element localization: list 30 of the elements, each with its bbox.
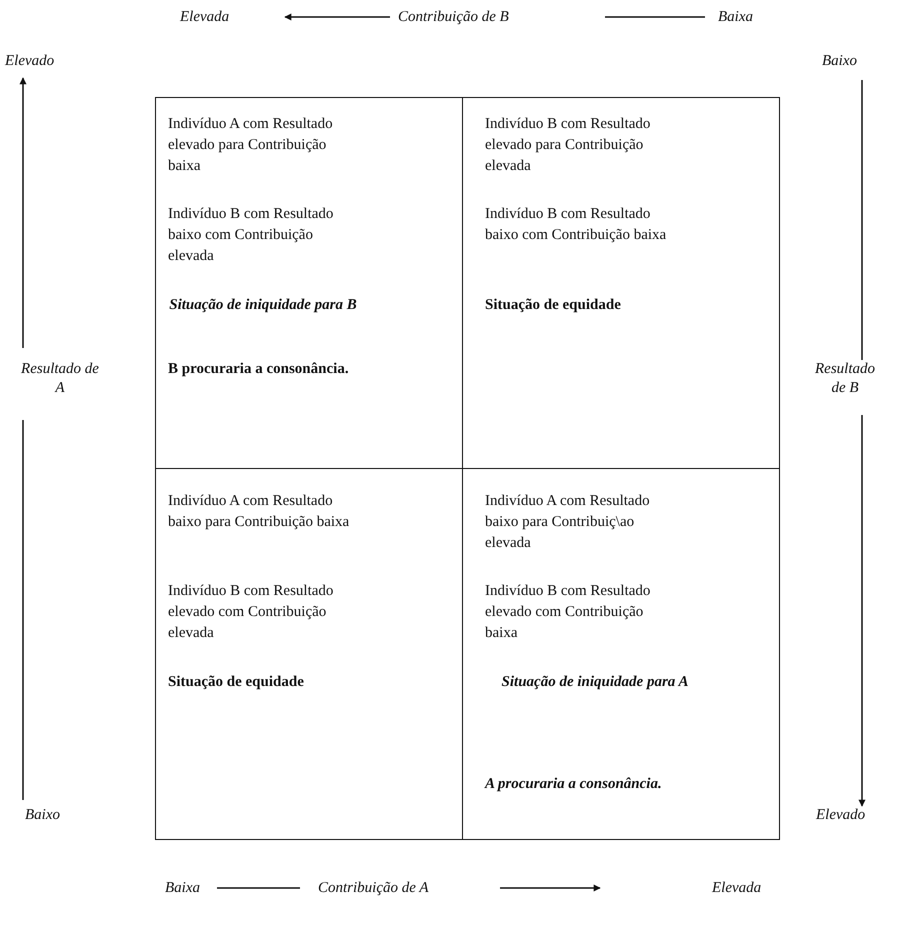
quadrant-cell (462, 97, 780, 469)
cell-text: Indivíduo A com Resultado baixo para Contribuição baixa (168, 492, 350, 532)
conclusion-text: Situação de equidade (485, 296, 622, 315)
conclusion-text: Situação de iniquidade para A (500, 673, 690, 692)
cell-text: Indivíduo B com Resultado elevado com Contribuição baixa (485, 582, 652, 643)
cell-text: Indivíduo B com Resultado baixo com Contribuição baixa (485, 205, 668, 245)
conclusion-text: A procuraria a consonância. (485, 775, 663, 794)
conclusion-text: Situação de iniquidade para B (168, 296, 358, 315)
axis-label: Elevada (712, 879, 762, 898)
axis-label: Baixo (25, 806, 60, 825)
cell-text: Indivíduo A com Resultado baixo para Contribuiç\ao elevada (485, 492, 651, 553)
axis-label: Baixa (718, 8, 753, 27)
quadrant-cell (155, 468, 463, 840)
conclusion-text: B procuraria a consonância. (168, 360, 350, 379)
axis-label: Elevado (816, 806, 866, 825)
quadrant-cell (155, 97, 463, 469)
quadrant-cell (462, 468, 780, 840)
axis-label: Contribuição de B (398, 8, 509, 27)
axis-label: Baixa (165, 879, 200, 898)
cell-text: Indivíduo B com Resultado baixo com Contribuição elevada (168, 205, 334, 266)
conclusion-text: Situação de equidade (168, 673, 305, 692)
cell-text: Indivíduo B com Resultado elevado com Contribuição elevada (168, 582, 334, 643)
axis-label: Resultado de B (814, 360, 876, 398)
axis-label: Baixo (822, 52, 857, 71)
axis-label: Resultado de A (20, 360, 100, 398)
cell-text: Indivíduo A com Resultado elevado para Contribuição baixa (168, 115, 334, 176)
axis-label: Elevado (5, 52, 54, 71)
axis-label: Contribuição de A (318, 879, 429, 898)
cell-text: Indivíduo B com Resultado elevado para Contribuição elevada (485, 115, 652, 176)
axis-label: Elevada (180, 8, 230, 27)
